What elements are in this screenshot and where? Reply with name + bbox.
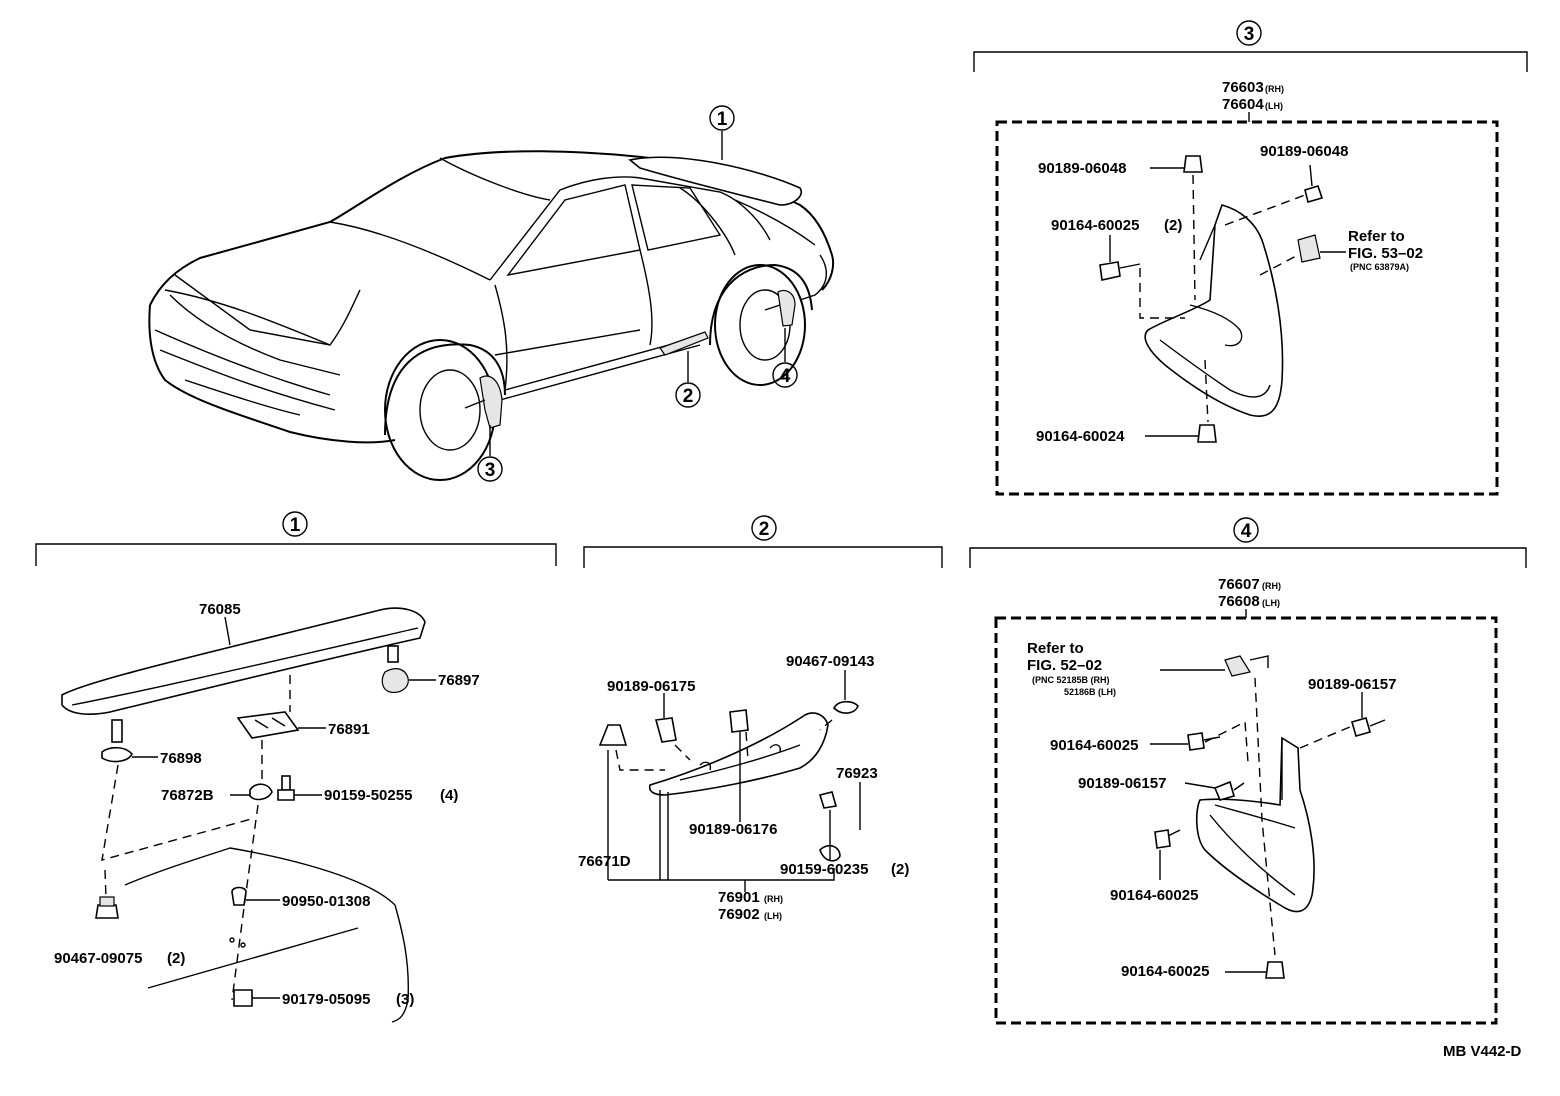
- side-mudguard-part: [648, 712, 829, 796]
- callout-4-car: 4: [772, 362, 798, 388]
- section-3-front-mudguard: 3 76603 (RH) 76604 (LH) 90189-06048 9018…: [973, 20, 1528, 496]
- section-1-rear-spoiler: 1 76085 76897 76891 76898 76872B 90159-5…: [35, 511, 557, 1023]
- label-90179-05095: 90179-05095: [282, 991, 370, 1008]
- label-90159-50255: 90159-50255: [324, 787, 412, 804]
- svg-text:1: 1: [717, 109, 728, 130]
- callout-3-car: 3: [477, 456, 503, 482]
- label-90189-06176: 90189-06176: [689, 821, 777, 838]
- section-4-number: 4: [1241, 521, 1252, 542]
- label-76607: 76607: [1218, 576, 1260, 593]
- label-76085: 76085: [199, 601, 241, 618]
- svg-text:(LH): (LH): [1265, 101, 1283, 111]
- label-76898: 76898: [160, 750, 202, 767]
- label-76603: 76603: [1222, 79, 1264, 96]
- label-90189-06048-right: 90189-06048: [1260, 143, 1348, 160]
- refer-label-s4: Refer to: [1027, 640, 1084, 657]
- label-76872b: 76872B: [161, 787, 214, 804]
- section-3-bracket: [973, 51, 1528, 72]
- svg-text:(3): (3): [396, 991, 414, 1008]
- label-90467-09075: 90467-09075: [54, 950, 142, 967]
- section-4-box: [994, 616, 1498, 1025]
- callout-2-car: 2: [675, 382, 701, 408]
- label-90467-09143: 90467-09143: [786, 653, 874, 670]
- svg-text:(RH): (RH): [1262, 581, 1281, 591]
- svg-text:(RH): (RH): [1265, 84, 1284, 94]
- label-90164-60025-left: 90164-60025: [1050, 737, 1138, 754]
- bracket-part: [236, 711, 300, 739]
- label-76608: 76608: [1218, 593, 1260, 610]
- section-1-number: 1: [290, 515, 301, 536]
- front-mudguard-part: [1144, 204, 1284, 417]
- svg-text:(LH): (LH): [1262, 598, 1280, 608]
- label-90189-06157-right: 90189-06157: [1308, 676, 1396, 693]
- label-90189-06048-left: 90189-06048: [1038, 160, 1126, 177]
- label-76604: 76604: [1222, 96, 1264, 113]
- section-2-number: 2: [759, 519, 770, 540]
- spoiler-part: [61, 607, 426, 715]
- label-76891: 76891: [328, 721, 370, 738]
- svg-text:(2): (2): [891, 861, 909, 878]
- label-90189-06175: 90189-06175: [607, 678, 695, 695]
- svg-text:(2): (2): [1164, 217, 1182, 234]
- car-illustration: [148, 131, 835, 481]
- svg-text:(PNC 63879A): (PNC 63879A): [1350, 262, 1409, 272]
- refer-fig-52-02: FIG. 52–02: [1027, 657, 1102, 674]
- svg-text:(PNC 52185B (RH): (PNC 52185B (RH): [1032, 675, 1110, 685]
- svg-text:52186B (LH): 52186B (LH): [1064, 687, 1116, 697]
- svg-text:4: 4: [780, 366, 791, 387]
- section-2-bracket: [583, 546, 943, 568]
- label-76671d: 76671D: [578, 853, 631, 870]
- section-3-box: [995, 120, 1499, 496]
- section-3-number: 3: [1244, 24, 1255, 45]
- label-90164-60024: 90164-60024: [1036, 428, 1125, 445]
- svg-text:(RH): (RH): [764, 894, 783, 904]
- svg-text:(4): (4): [440, 787, 458, 804]
- refer-fig-53-02: FIG. 53–02: [1348, 245, 1423, 262]
- drawing-code: MB V442-D: [1443, 1043, 1522, 1060]
- svg-text:(2): (2): [167, 950, 185, 967]
- label-76902: 76902: [718, 906, 760, 923]
- svg-text:2: 2: [683, 386, 694, 407]
- label-76901: 76901: [718, 889, 760, 906]
- section-2-side-mudguard: 2 90467-09143 90189-06175 76923 90189-06…: [578, 515, 943, 923]
- label-90164-60025-s3: 90164-60025: [1051, 217, 1139, 234]
- label-90159-60235: 90159-60235: [780, 861, 868, 878]
- callout-1-car: 1: [709, 105, 735, 131]
- svg-text:3: 3: [485, 460, 496, 481]
- rear-mudguard-part: [1195, 736, 1315, 913]
- label-76897: 76897: [438, 672, 480, 689]
- label-90164-60025-low: 90164-60025: [1110, 887, 1198, 904]
- section-1-bracket: [35, 543, 557, 566]
- section-4-bracket: [969, 547, 1527, 568]
- label-90164-60025-bottom: 90164-60025: [1121, 963, 1209, 980]
- label-76923: 76923: [836, 765, 878, 782]
- label-90189-06157-mid: 90189-06157: [1078, 775, 1166, 792]
- section-4-rear-mudguard: 4 76607 (RH) 76608 (LH) Refer to FIG. 52…: [969, 517, 1527, 1025]
- svg-text:(LH): (LH): [764, 911, 782, 921]
- refer-label-s3: Refer to: [1348, 228, 1405, 245]
- label-90950-01308: 90950-01308: [282, 893, 370, 910]
